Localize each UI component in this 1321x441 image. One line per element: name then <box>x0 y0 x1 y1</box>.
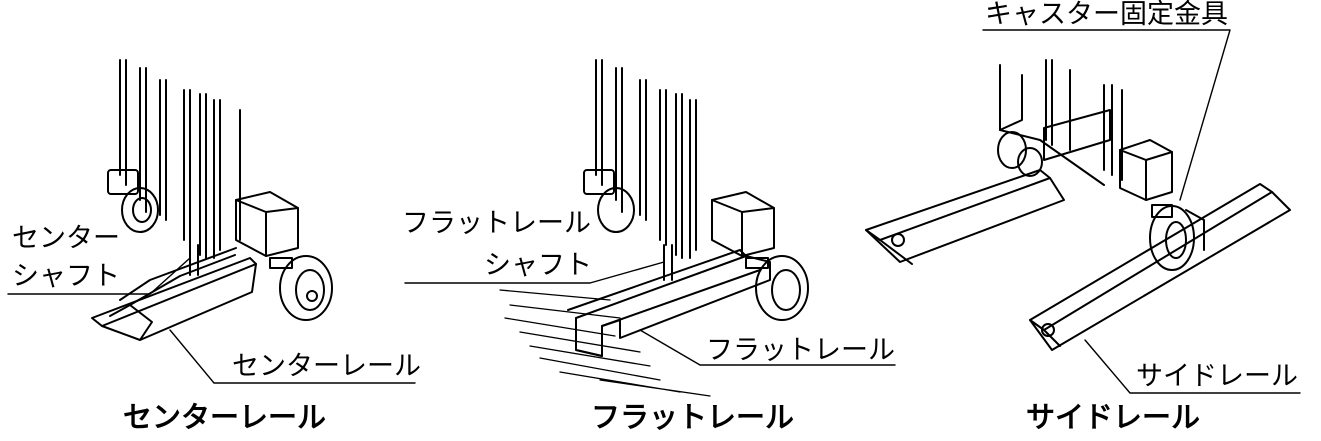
caption-side-rail: サイドレール <box>1026 400 1201 434</box>
caption-center-rail: センターレール <box>123 400 327 434</box>
callout-flat-rail: フラットレール <box>706 335 895 366</box>
callout-shaft: シャフト <box>12 261 120 292</box>
flat-leaders <box>404 261 896 366</box>
caption-flat-rail: フラットレール <box>591 400 795 434</box>
callout-side-rail: サイドレール <box>1136 361 1298 392</box>
side-rail-illustration <box>865 59 1291 351</box>
callout-flat-shaft: シャフト <box>484 250 592 281</box>
callout-center: センター <box>12 223 120 254</box>
center-leaders <box>7 257 416 384</box>
callout-flat-rail-shaft-title: フラットレール <box>402 208 591 239</box>
callout-caster-bracket: キャスター固定金具 <box>985 0 1228 30</box>
side-leaders <box>982 29 1301 394</box>
callout-center-rail: センターレール <box>232 351 421 382</box>
flat-rail-illustration <box>499 59 809 397</box>
center-rail-illustration <box>91 59 333 341</box>
